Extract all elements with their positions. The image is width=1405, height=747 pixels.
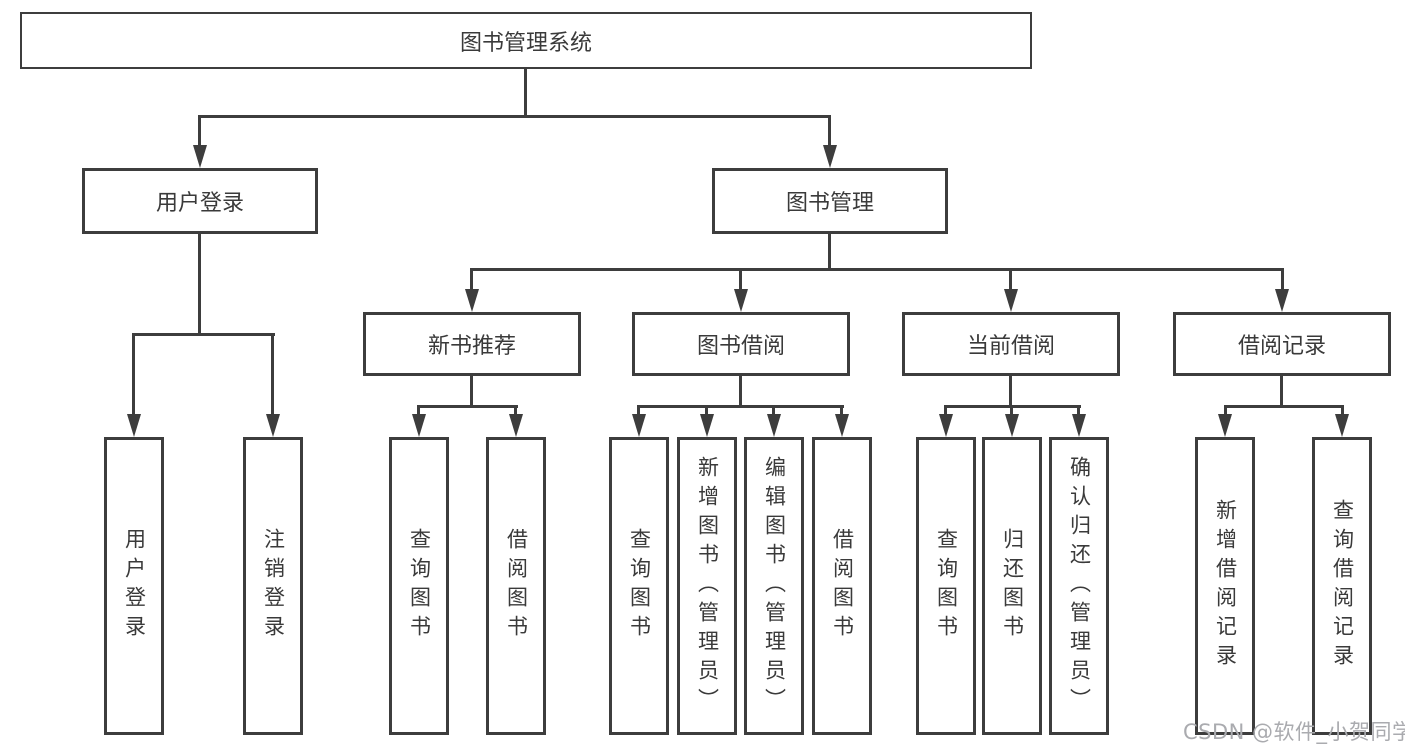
connector-line [470, 376, 473, 407]
leaf-query-borrow-record: 查询借阅记录 [1312, 437, 1372, 735]
connector-line [417, 405, 518, 408]
leaf-borrow-books: 借阅图书 [812, 437, 872, 735]
connector-line [1224, 405, 1344, 408]
leaf-query-books: 查询图书 [916, 437, 976, 735]
arrow-down-icon [1275, 289, 1289, 312]
leaf-logout: 注销登录 [243, 437, 303, 735]
connector-line [198, 234, 201, 333]
connector-line [271, 333, 274, 416]
connector-line [828, 115, 831, 148]
arrow-down-icon [823, 145, 837, 168]
connector-line [1077, 405, 1080, 416]
connector-line [1281, 268, 1284, 291]
leaf-edit-books-admin: 编辑图书（管理员） [744, 437, 804, 735]
node-book-management: 图书管理 [712, 168, 948, 234]
arrow-down-icon [835, 414, 849, 437]
node-borrowing-records: 借阅记录 [1173, 312, 1391, 376]
connector-line [944, 405, 947, 416]
leaf-return-books: 归还图书 [982, 437, 1042, 735]
arrow-down-icon [1218, 414, 1232, 437]
leaf-add-books-admin: 新增图书（管理员） [677, 437, 737, 735]
arrow-down-icon [767, 414, 781, 437]
arrow-down-icon [939, 414, 953, 437]
node-book-borrowing: 图书借阅 [632, 312, 850, 376]
arrow-down-icon [465, 289, 479, 312]
watermark: CSDN @软件_小贺同学 [1183, 720, 1405, 744]
connector-line [470, 268, 1284, 271]
connector-line [1341, 405, 1344, 416]
node-current-borrowing: 当前借阅 [902, 312, 1120, 376]
arrow-down-icon [266, 414, 280, 437]
connector-line [637, 405, 844, 408]
node-user-login: 用户登录 [82, 168, 318, 234]
connector-line [132, 333, 275, 336]
arrow-down-icon [127, 414, 141, 437]
connector-line [1224, 405, 1227, 416]
arrow-down-icon [1335, 414, 1349, 437]
arrow-down-icon [734, 289, 748, 312]
connector-line [772, 405, 775, 416]
leaf-confirm-return-admin: 确认归还（管理员） [1049, 437, 1109, 735]
connector-line [1280, 376, 1283, 407]
connector-line [1009, 376, 1012, 407]
node-new-book-recommendation: 新书推荐 [363, 312, 581, 376]
node-library-system: 图书管理系统 [20, 12, 1032, 69]
connector-line [198, 115, 831, 118]
connector-line [637, 405, 640, 416]
arrow-down-icon [1004, 289, 1018, 312]
arrow-down-icon [193, 145, 207, 168]
arrow-down-icon [509, 414, 523, 437]
connector-line [417, 405, 420, 416]
arrow-down-icon [1072, 414, 1086, 437]
connector-line [739, 376, 742, 407]
arrow-down-icon [632, 414, 646, 437]
connector-line [514, 405, 517, 416]
arrow-down-icon [412, 414, 426, 437]
leaf-query-books: 查询图书 [609, 437, 669, 735]
connector-line [1010, 405, 1013, 416]
connector-line [524, 69, 527, 118]
leaf-add-borrow-record: 新增借阅记录 [1195, 437, 1255, 735]
leaf-user-login: 用户登录 [104, 437, 164, 735]
leaf-borrow-books: 借阅图书 [486, 437, 546, 735]
connector-line [828, 234, 831, 270]
connector-line [739, 268, 742, 291]
connector-line [705, 405, 708, 416]
connector-line [1009, 268, 1012, 291]
connector-line [132, 333, 135, 416]
arrow-down-icon [700, 414, 714, 437]
connector-line [198, 115, 201, 148]
arrow-down-icon [1005, 414, 1019, 437]
leaf-query-books: 查询图书 [389, 437, 449, 735]
connector-line [470, 268, 473, 291]
connector-line [840, 405, 843, 416]
